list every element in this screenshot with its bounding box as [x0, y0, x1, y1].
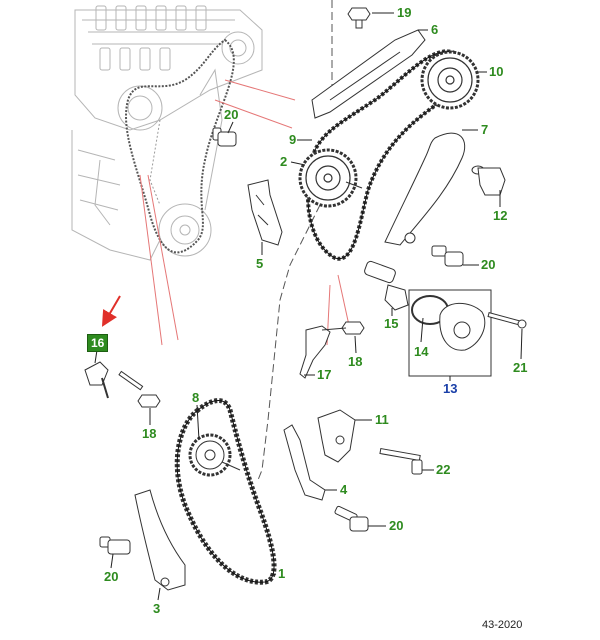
callout-18-mid: 18 — [348, 354, 363, 369]
callout-20-mid: 20 — [481, 257, 496, 272]
callout-9: 9 — [289, 132, 297, 147]
callout-12: 12 — [493, 208, 508, 223]
callout-8: 8 — [192, 390, 200, 405]
bush-20-bottom — [99, 536, 131, 555]
cover-13 — [411, 295, 486, 351]
bolt-19 — [347, 7, 371, 29]
callout-22: 22 — [436, 462, 451, 477]
bush-20-lower — [334, 505, 369, 532]
crankshaft-sprocket — [188, 433, 241, 477]
callout-10: 10 — [489, 64, 504, 79]
callout-4: 4 — [340, 482, 348, 497]
callout-20-top: 20 — [224, 107, 239, 122]
callout-11: 11 — [375, 412, 389, 427]
lower-timing-chain — [174, 398, 277, 585]
bracket-17 — [299, 325, 347, 379]
callout-6: 6 — [431, 22, 439, 37]
bolt-18-left — [118, 370, 161, 408]
construction-line — [257, 0, 333, 481]
pointer-arrow — [101, 295, 121, 327]
callout-19: 19 — [397, 5, 412, 20]
bolt-21 — [487, 312, 527, 329]
callout-20-lower: 20 — [389, 518, 404, 533]
callout-20-bottom: 20 — [104, 569, 119, 584]
callout-18-left: 18 — [142, 426, 157, 441]
callout-1: 1 — [278, 566, 286, 581]
guide-blade-3 — [134, 489, 186, 591]
engine-sketch — [71, 5, 263, 261]
callout-17: 17 — [317, 367, 332, 382]
guide-4 — [283, 424, 326, 501]
callout-2: 2 — [280, 154, 288, 169]
tensioner-blade-right — [384, 132, 466, 246]
leader-lines — [94, 12, 523, 601]
engine-sketch-chain — [125, 38, 235, 254]
callout-15: 15 — [384, 316, 399, 331]
camshaft-sprocket-intake — [298, 148, 363, 208]
bolt-22 — [379, 447, 423, 475]
reference-code: 43-2020 — [482, 619, 523, 631]
callout-3: 3 — [153, 601, 161, 616]
callout-5: 5 — [256, 256, 264, 271]
callout-7: 7 — [481, 122, 489, 137]
bracket-5 — [247, 179, 283, 246]
upper-guide-rail — [311, 29, 426, 119]
projection-lines — [139, 79, 351, 346]
tensioner-12 — [471, 165, 506, 196]
callout-14: 14 — [414, 344, 429, 359]
callout-13: 13 — [443, 381, 458, 396]
callout-16: 16 — [87, 334, 109, 352]
sensor-16 — [84, 361, 109, 399]
solenoid-15 — [364, 260, 409, 311]
camshaft-sprocket-exhaust — [420, 50, 480, 110]
bush-20-mid — [431, 245, 464, 267]
bush-20-top — [212, 127, 237, 147]
callout-21: 21 — [513, 360, 528, 375]
tensioner-11 — [317, 409, 356, 463]
